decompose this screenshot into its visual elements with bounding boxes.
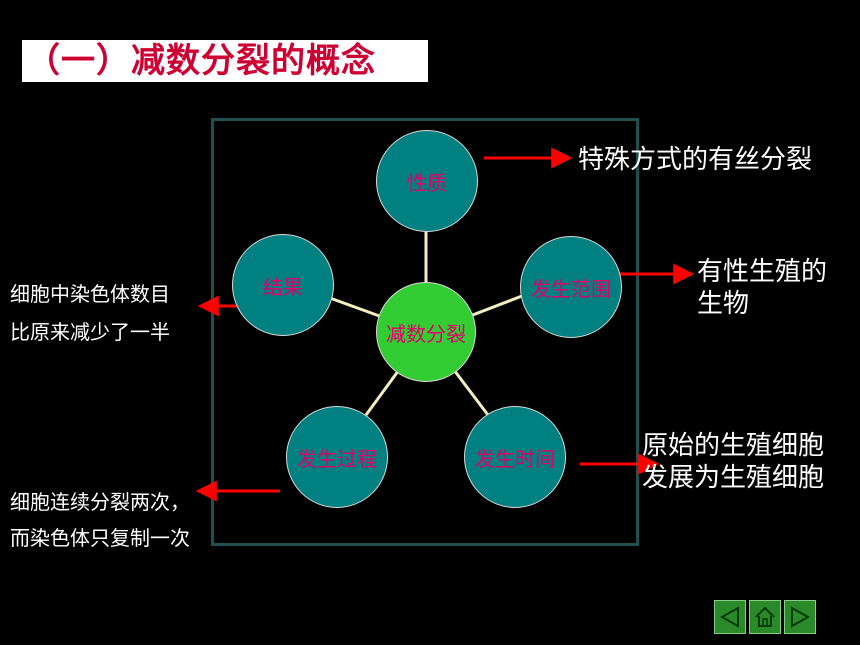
home-icon bbox=[755, 606, 775, 627]
annotation-scope: 有性生殖的 生物 bbox=[697, 256, 827, 320]
node-time-label: 发生时间 bbox=[475, 446, 555, 471]
diagram-frame bbox=[211, 118, 639, 546]
annotation-time: 原始的生殖细胞 发展为生殖细胞 bbox=[642, 430, 824, 494]
node-center-label: 减数分裂 bbox=[386, 321, 466, 346]
node-scope-label: 发生范围 bbox=[531, 276, 611, 301]
next-icon bbox=[791, 606, 811, 628]
annotation-result: 细胞中染色体数目 比原来减少了一半 bbox=[10, 282, 170, 344]
annotation-result-line1: 细胞中染色体数目 bbox=[10, 282, 170, 306]
annotation-result-line2: 比原来减少了一半 bbox=[10, 320, 170, 344]
annotation-process-line2: 而染色体只复制一次 bbox=[10, 526, 190, 550]
node-time: 发生时间 bbox=[464, 406, 566, 508]
annotation-scope-line1: 有性生殖的 bbox=[697, 257, 828, 287]
node-center: 减数分裂 bbox=[376, 282, 476, 382]
node-process-label: 发生过程 bbox=[297, 446, 377, 471]
prev-button[interactable] bbox=[714, 600, 746, 634]
node-process: 发生过程 bbox=[286, 406, 388, 508]
node-nature-label: 性质 bbox=[407, 170, 447, 195]
node-nature: 性质 bbox=[376, 130, 478, 232]
annotation-nature: 特殊方式的有丝分裂 bbox=[578, 145, 813, 175]
home-button[interactable] bbox=[749, 600, 781, 634]
node-result: 结果 bbox=[232, 234, 334, 336]
node-result-label: 结果 bbox=[263, 274, 303, 299]
annotation-time-line2: 发展为生殖细胞 bbox=[642, 463, 825, 493]
annotation-scope-line2: 生物 bbox=[697, 289, 750, 319]
annotation-time-line1: 原始的生殖细胞 bbox=[642, 431, 825, 461]
annotation-process-line1: 细胞连续分裂两次， bbox=[10, 490, 190, 514]
page-title: （一）减数分裂的概念 bbox=[22, 40, 428, 82]
prev-icon bbox=[719, 606, 739, 628]
node-scope: 发生范围 bbox=[520, 236, 622, 338]
annotation-process: 细胞连续分裂两次， 而染色体只复制一次 bbox=[10, 490, 190, 550]
next-button[interactable] bbox=[784, 600, 816, 634]
